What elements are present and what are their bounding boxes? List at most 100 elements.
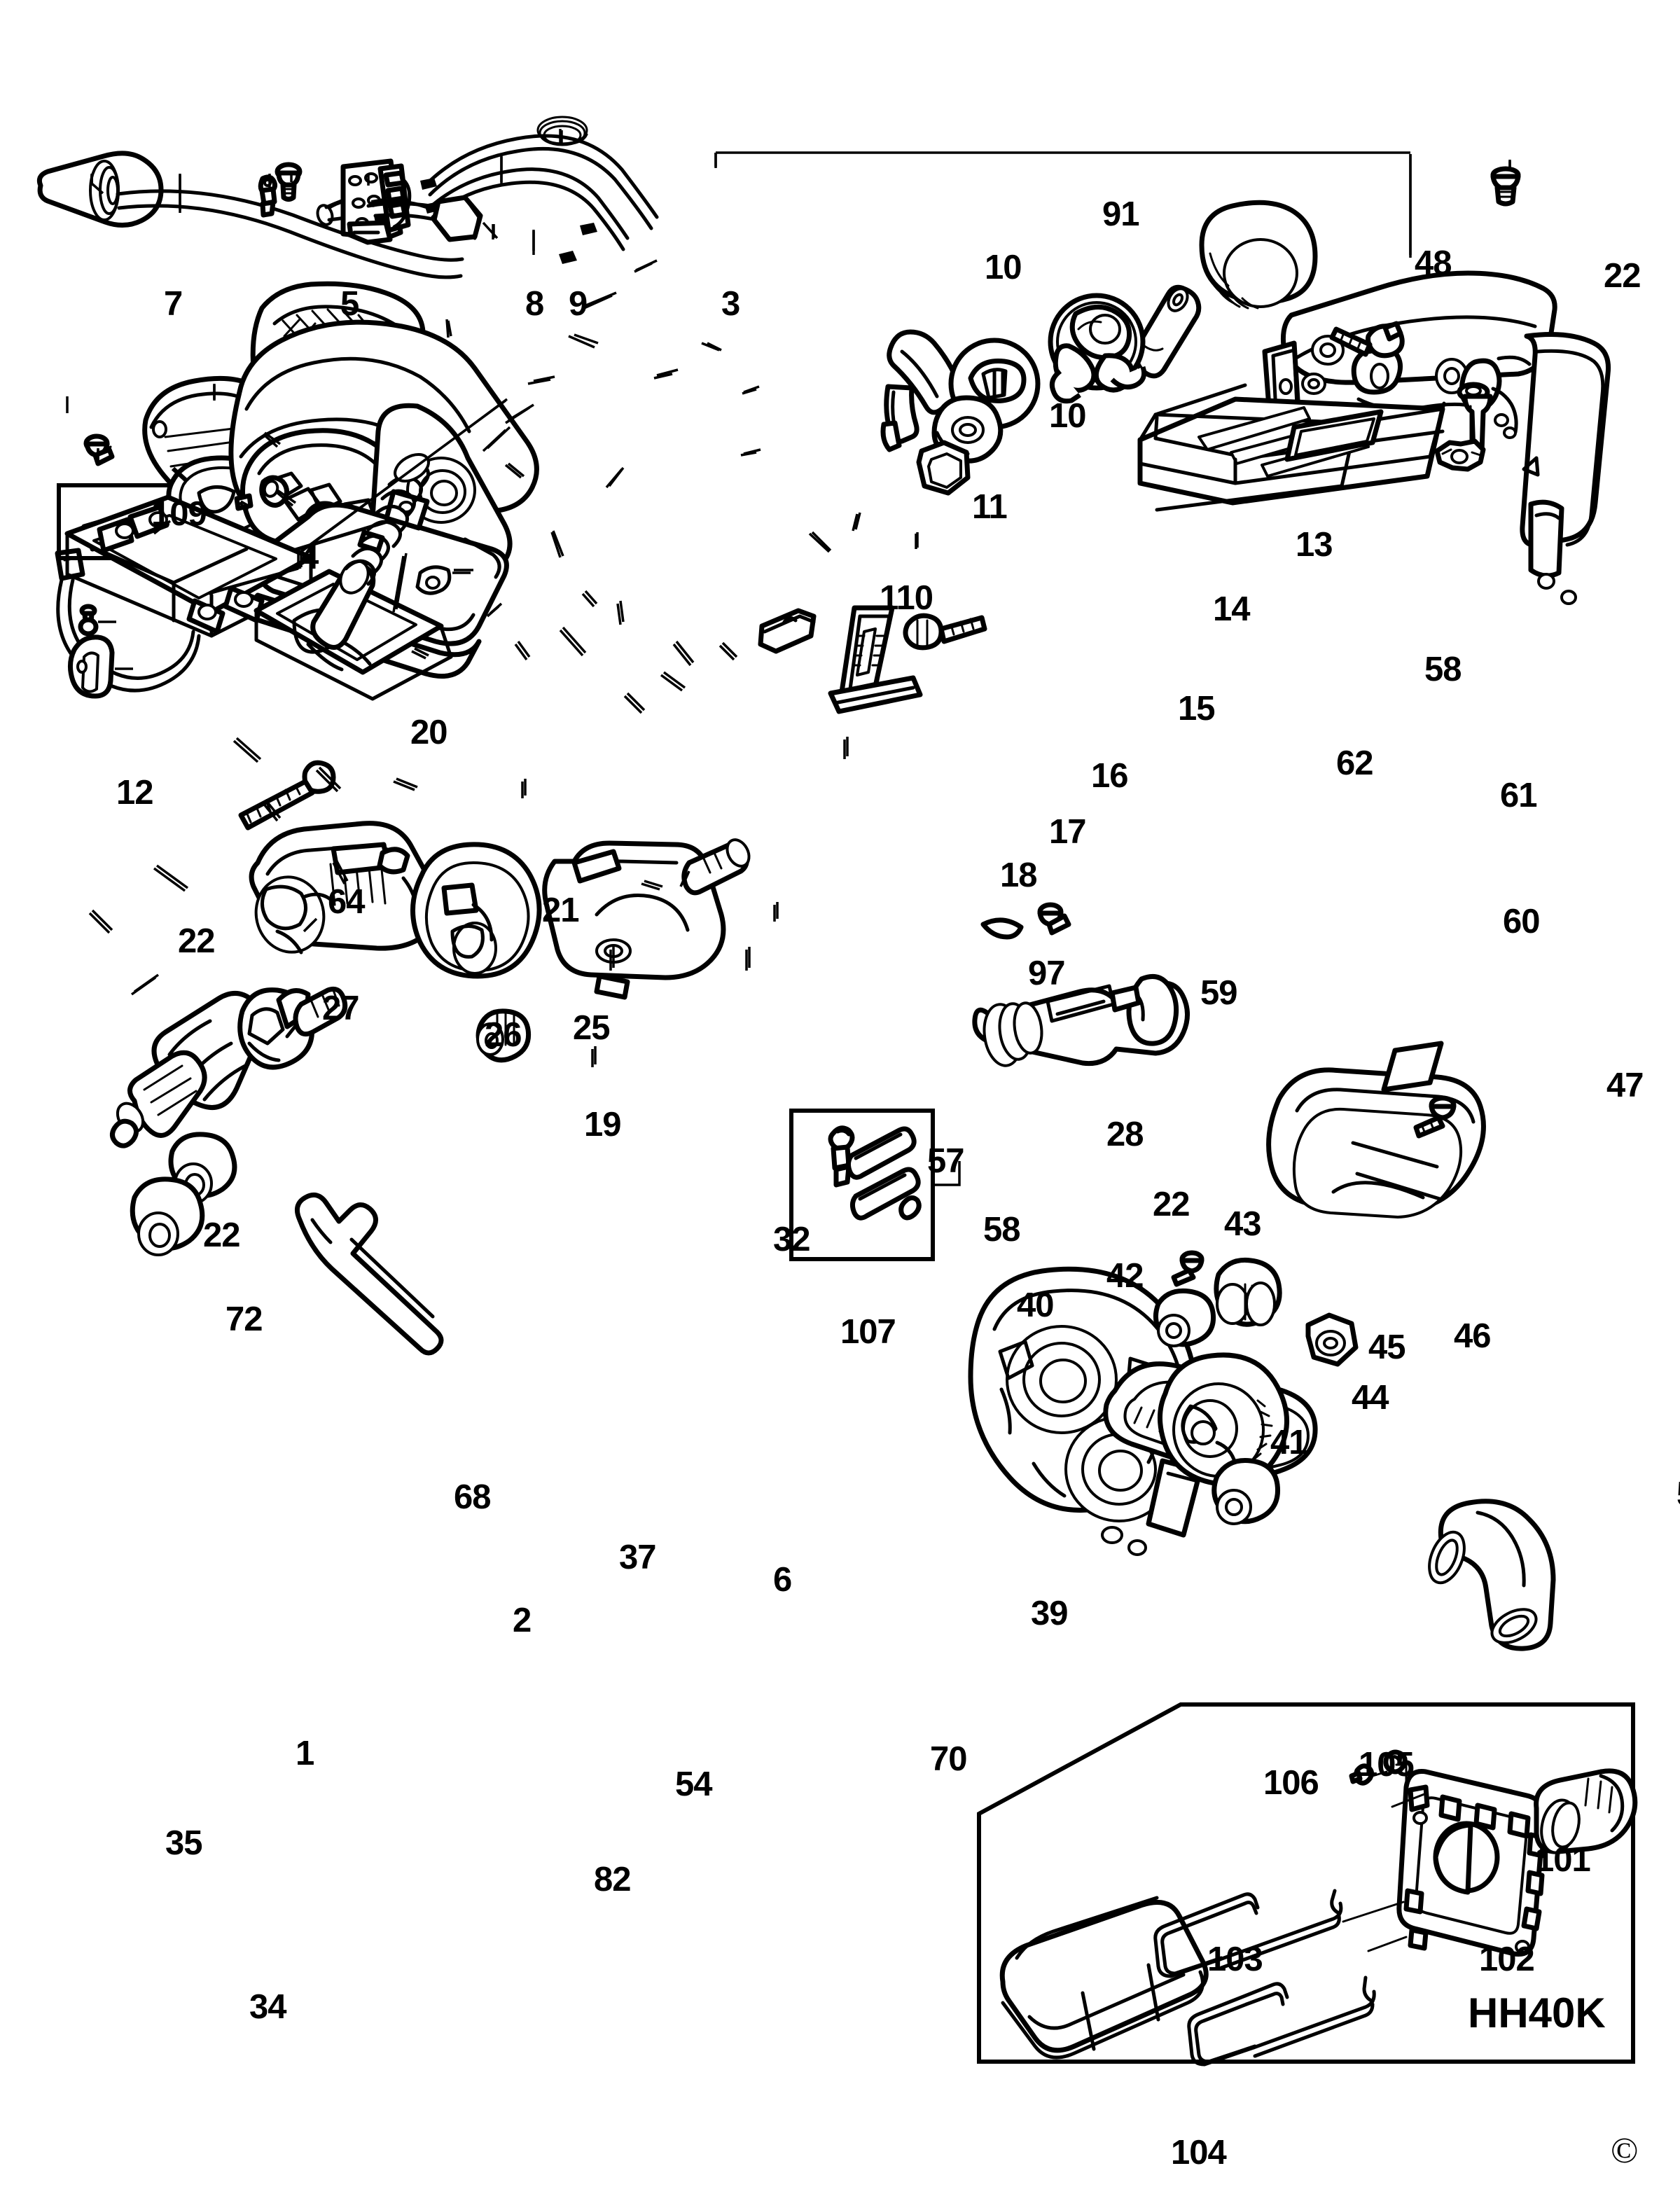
part-42-bearing — [1153, 1288, 1216, 1347]
part-47-belt-guard — [1266, 1067, 1486, 1218]
callout-number-3: 3 — [721, 285, 740, 323]
callout-number-58b: 58 — [983, 1211, 1021, 1249]
part-46-hex-nut — [1305, 1312, 1359, 1367]
callout-number-102: 102 — [1479, 1940, 1535, 1978]
part-57-edge-guide — [828, 605, 923, 714]
callout-number-22b: 22 — [178, 922, 216, 960]
callout-number-82: 82 — [594, 1861, 632, 1898]
part-44-driven-pulley — [1157, 1352, 1289, 1487]
callout-number-42: 42 — [1106, 1257, 1144, 1295]
callout-number-35: 35 — [165, 1824, 203, 1862]
callout-number-26: 26 — [485, 1016, 522, 1054]
callout-number-57: 57 — [927, 1142, 965, 1180]
callout-number-34: 34 — [249, 1988, 287, 2026]
callout-number-45: 45 — [1368, 1328, 1406, 1366]
callout-number-19: 19 — [584, 1106, 622, 1144]
model-label: HH40K — [1468, 1990, 1606, 2036]
part-41-bearing — [1212, 1457, 1281, 1525]
callout-number-105: 105 — [1359, 1746, 1415, 1784]
leader-lines-detail — [66, 130, 1511, 1067]
callout-number-47: 47 — [1606, 1067, 1644, 1104]
part-37-brush-housing — [410, 842, 542, 979]
part-40-gear-housing — [968, 1266, 1203, 1556]
part-59-base-plate — [1137, 383, 1446, 512]
part-39-screw — [1037, 902, 1071, 936]
callout-number-37: 37 — [619, 1539, 657, 1576]
part-72-clip — [68, 634, 133, 699]
part-7-knob — [36, 151, 164, 228]
callout-number-22d: 22 — [203, 1216, 241, 1254]
callout-number-39: 39 — [1031, 1595, 1069, 1632]
callout-number-14: 14 — [1213, 590, 1251, 628]
part-18-hex-nut — [916, 440, 971, 496]
callout-number-54: 54 — [675, 1765, 713, 1803]
callout-number-64: 64 — [328, 883, 366, 921]
callout-number-15: 15 — [1178, 690, 1216, 728]
callout-number-16: 16 — [1091, 757, 1129, 795]
part-82-wrench — [294, 1192, 444, 1356]
part-54-pinion — [475, 1008, 532, 1063]
part-68-long-screw — [238, 760, 336, 831]
callout-number-4: 4 — [300, 539, 319, 576]
callout-number-7: 7 — [164, 285, 183, 323]
part-29-screw — [1413, 1095, 1457, 1139]
callout-number-68: 68 — [454, 1478, 492, 1516]
part-43-drive-pulley — [1214, 1257, 1282, 1327]
callout-number-44: 44 — [1352, 1379, 1389, 1417]
hh40k-inset-box — [977, 1702, 1638, 2067]
callout-number-6: 6 — [773, 1561, 792, 1599]
callout-number-61: 61 — [1500, 777, 1538, 814]
part-2-field-stator — [249, 821, 442, 954]
callout-number-62: 62 — [1336, 744, 1374, 782]
part-11-connector — [366, 195, 483, 242]
part-97-arc-clip — [980, 917, 1024, 940]
callout-number-28: 28 — [1106, 1116, 1144, 1153]
callout-number-101: 101 — [1535, 1841, 1591, 1879]
callout-number-72: 72 — [225, 1300, 263, 1338]
main-planer-housing — [228, 281, 539, 679]
callout-number-40: 40 — [1017, 1286, 1055, 1324]
callout-number-55: 55 — [1676, 1478, 1680, 1512]
callout-number-59: 59 — [1200, 974, 1238, 1012]
part-30-name-plate — [1381, 1041, 1444, 1092]
callout-number-20: 20 — [410, 714, 448, 751]
callout-number-97: 97 — [1028, 954, 1066, 992]
callout-number-107: 107 — [840, 1313, 896, 1351]
part-1-armature — [110, 986, 348, 1148]
callout-number-91: 91 — [1102, 195, 1140, 233]
callout-number-32: 32 — [773, 1221, 811, 1258]
callout-number-70: 70 — [930, 1740, 968, 1778]
part-9-screw — [275, 162, 303, 202]
part-19-depth-adjuster-shoe — [254, 453, 453, 701]
callout-number-58a: 58 — [1424, 651, 1462, 688]
callout-number-13: 13 — [1296, 526, 1333, 564]
callout-number-5: 5 — [340, 285, 359, 323]
callout-number-104: 104 — [1171, 2134, 1227, 2172]
part-58-thumbscrew-b — [903, 613, 987, 651]
callout-number-43: 43 — [1224, 1205, 1262, 1243]
callout-number-22a: 22 — [1604, 257, 1641, 295]
copyright-mark: © — [1611, 2131, 1639, 2171]
callout-number-60: 60 — [1503, 903, 1541, 940]
callout-number-106: 106 — [1263, 1764, 1319, 1802]
callout-number-21: 21 — [542, 891, 580, 929]
callout-number-22c: 22 — [1153, 1186, 1190, 1223]
part-34-bearing — [130, 1176, 205, 1256]
callout-number-41: 41 — [1270, 1424, 1308, 1461]
part-58-thumbscrew-a — [1329, 321, 1405, 359]
callout-number-48: 48 — [1415, 244, 1452, 282]
callout-number-10b: 10 — [1049, 397, 1087, 435]
callout-number-18: 18 — [1000, 856, 1038, 894]
callout-number-8: 8 — [525, 285, 544, 323]
callout-number-17: 17 — [1049, 813, 1087, 851]
part-15-impeller — [1048, 293, 1147, 404]
callout-number-11: 11 — [972, 488, 1008, 526]
part-22-screw-c — [1171, 1250, 1205, 1287]
part-22-screw-a — [1490, 166, 1521, 207]
part-14-sleeve-pin — [1133, 284, 1202, 379]
callout-number-9: 9 — [569, 285, 588, 323]
callout-number-12: 12 — [116, 774, 154, 812]
part-13-knurled-knob — [1199, 200, 1318, 310]
callout-number-1: 1 — [296, 1735, 314, 1772]
